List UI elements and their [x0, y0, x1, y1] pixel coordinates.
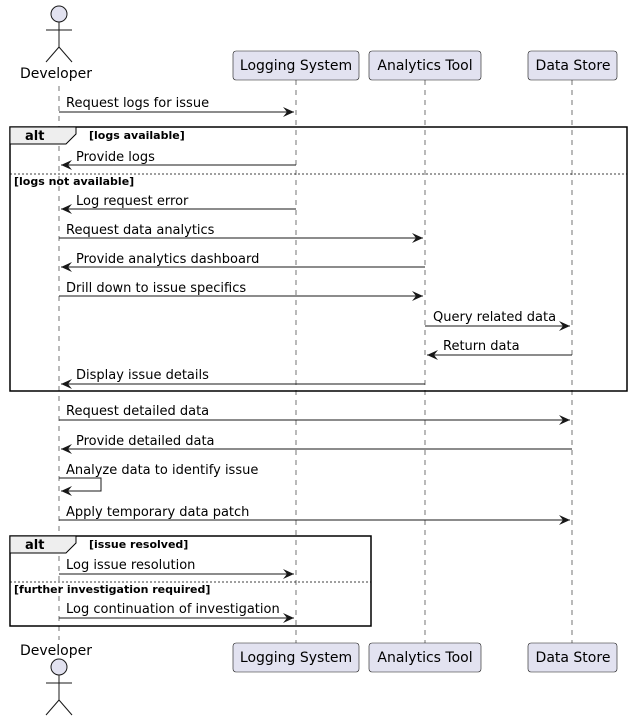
message-return-data: Return data	[427, 339, 572, 360]
participant-box	[368, 642, 482, 673]
message-label: Analyze data to identify issue	[66, 463, 258, 478]
participant-label: Logging System	[240, 58, 352, 74]
data-store-participant-top: Data Store	[527, 50, 618, 81]
message-arrow	[59, 477, 102, 496]
message-query-related-data: Query related data	[425, 310, 570, 331]
message-label: Return data	[443, 339, 520, 354]
actor-icon	[45, 5, 73, 63]
participant-label: Developer	[20, 643, 92, 659]
participant-box	[368, 50, 482, 81]
message-label: Log request error	[76, 194, 189, 209]
message-label: Request logs for issue	[66, 96, 209, 111]
message-log-request-error: Log request error	[61, 194, 296, 214]
fragment-guard: [logs not available]	[14, 175, 134, 188]
fragment-kind-label: alt	[25, 538, 44, 553]
fragment-kind-label: alt	[25, 129, 44, 144]
message-label: Log continuation of investigation	[66, 602, 280, 617]
participant-label: Logging System	[240, 650, 352, 666]
participant-box	[232, 642, 360, 673]
alt-fragment-2: alt [issue resolved] [further investigat…	[9, 535, 372, 627]
developer-actor-bottom: Developer	[20, 643, 92, 716]
participant-box	[232, 50, 360, 81]
fragment-frame	[9, 126, 628, 392]
message-request-detailed-data: Request detailed data	[59, 404, 570, 425]
message-drill-down: Drill down to issue specifics	[59, 281, 423, 301]
message-label: Provide logs	[76, 150, 155, 165]
analytics-tool-participant-bottom: Analytics Tool	[368, 642, 482, 673]
fragment-header	[9, 126, 77, 145]
message-provide-analytics-dashboard: Provide analytics dashboard	[61, 252, 425, 272]
logging-system-participant-bottom: Logging System	[232, 642, 360, 673]
participants-bottom: Developer Logging System Analytics Tool …	[20, 642, 618, 716]
fragment-guard: [further investigation required]	[14, 583, 210, 596]
data-store-participant-bottom: Data Store	[527, 642, 618, 673]
developer-actor-top: Developer	[20, 5, 92, 82]
message-label: Query related data	[433, 310, 556, 325]
message-provide-detailed-data: Provide detailed data	[61, 434, 572, 454]
messages: Request logs for issue Provide logs Log …	[59, 96, 572, 623]
participant-label: Analytics Tool	[377, 58, 472, 74]
message-request-data-analytics: Request data analytics	[59, 223, 423, 243]
message-label: Apply temporary data patch	[66, 505, 249, 520]
participants-top: Developer Logging System Analytics Tool …	[20, 5, 618, 82]
message-label: Provide detailed data	[76, 434, 215, 449]
message-label: Request data analytics	[66, 223, 215, 238]
message-analyze-data-self: Analyze data to identify issue	[59, 463, 258, 496]
logging-system-participant-top: Logging System	[232, 50, 360, 81]
message-label: Display issue details	[76, 368, 209, 383]
fragment-guard: [issue resolved]	[89, 538, 188, 551]
analytics-tool-participant-top: Analytics Tool	[368, 50, 482, 81]
message-label: Request detailed data	[66, 404, 209, 419]
alt-fragment-1: alt [logs available] [logs not available…	[9, 126, 628, 392]
message-label: Drill down to issue specifics	[66, 281, 246, 296]
message-apply-temporary-patch: Apply temporary data patch	[59, 505, 570, 525]
fragment-guard: [logs available]	[89, 129, 185, 142]
participant-label: Data Store	[536, 58, 611, 74]
message-provide-logs: Provide logs	[61, 150, 296, 170]
message-display-issue-details: Display issue details	[61, 368, 425, 389]
fragment-header	[9, 535, 77, 554]
participant-label: Data Store	[536, 650, 611, 666]
message-log-continuation: Log continuation of investigation	[59, 602, 294, 623]
actor-icon	[45, 658, 73, 716]
message-label: Provide analytics dashboard	[76, 252, 259, 267]
message-log-issue-resolution: Log issue resolution	[59, 558, 294, 579]
participant-label: Analytics Tool	[377, 650, 472, 666]
fragment-frame	[9, 535, 372, 627]
message-request-logs: Request logs for issue	[59, 96, 294, 117]
message-label: Log issue resolution	[66, 558, 195, 573]
participant-box	[527, 50, 618, 81]
participant-box	[527, 642, 618, 673]
participant-label: Developer	[20, 66, 92, 82]
